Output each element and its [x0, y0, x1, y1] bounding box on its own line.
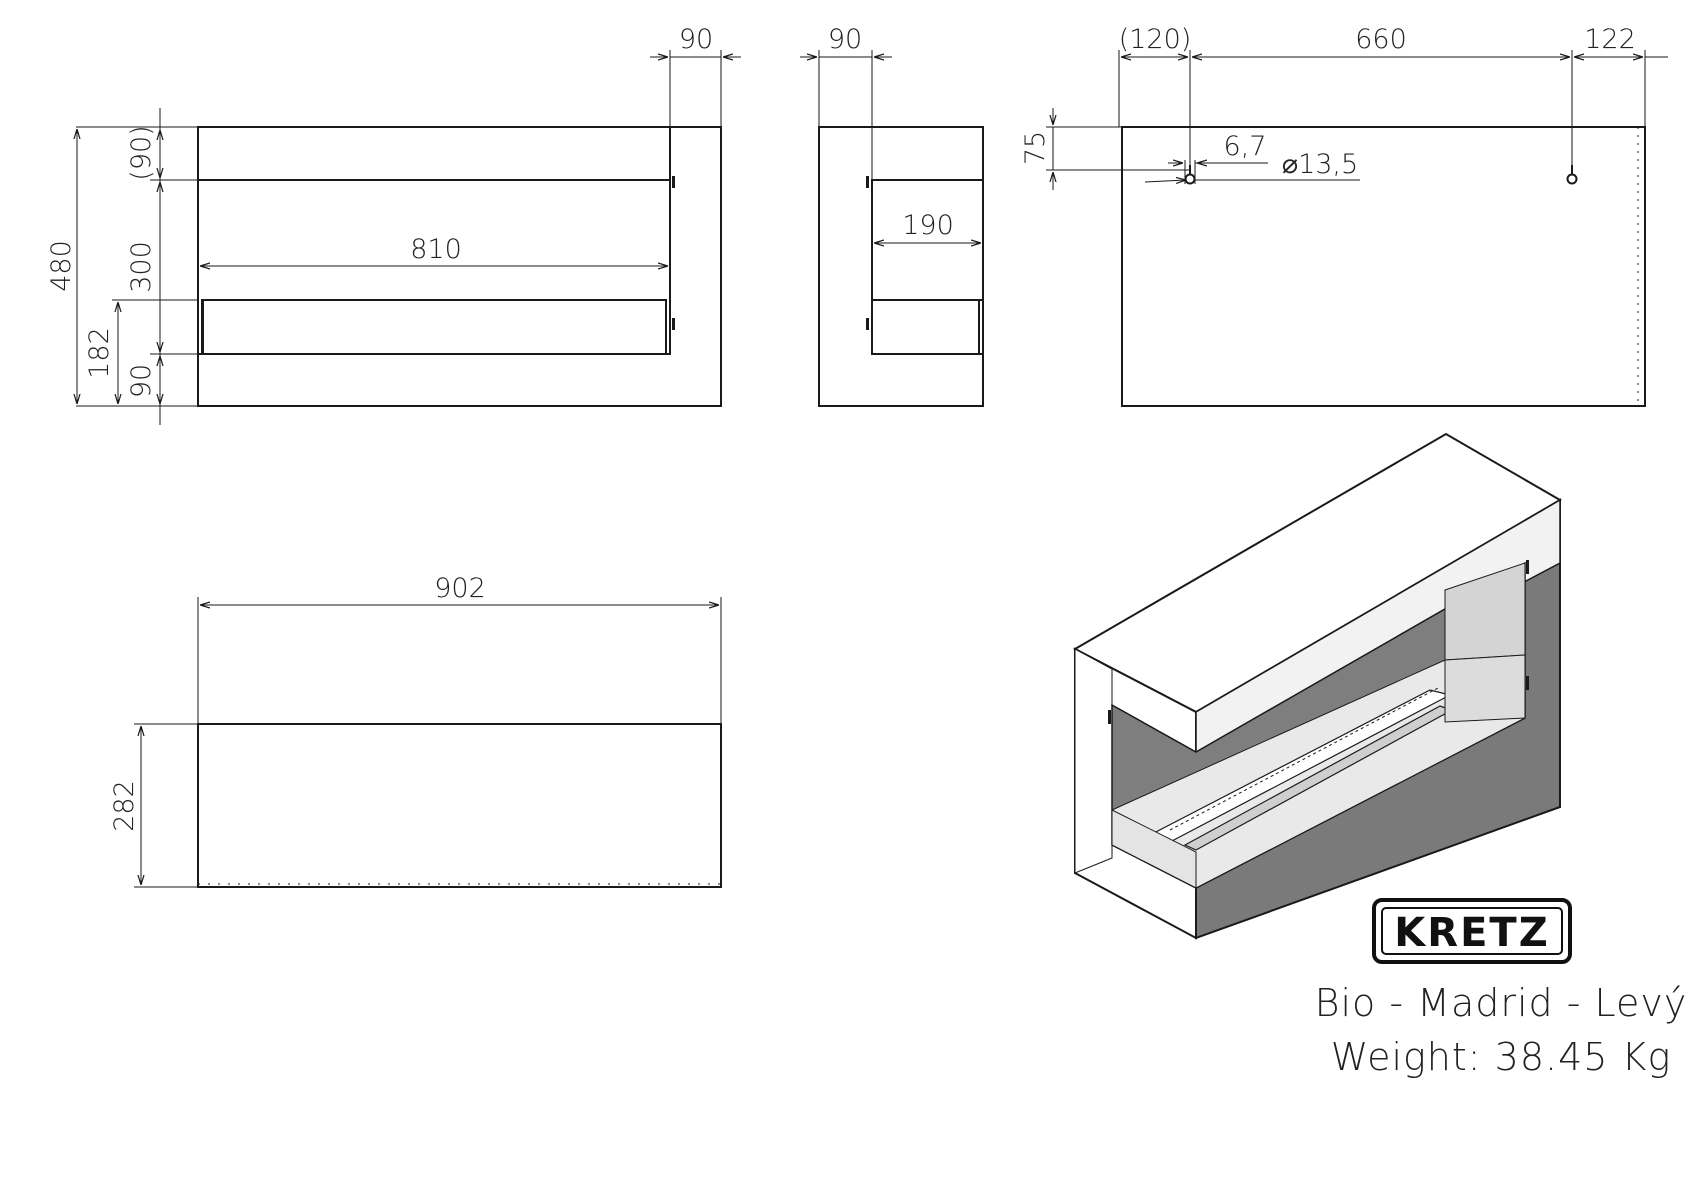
product-weight: Weight: 38.45 Kg — [1331, 1035, 1672, 1079]
dim-frame-top: (90) — [126, 125, 157, 180]
dim-bottom-width: 902 — [434, 573, 486, 604]
dim-slot-width: 6,7 — [1224, 131, 1267, 162]
front-view: (90) 300 90 182 480 810 90 — [46, 24, 741, 425]
kretz-logo: KRETZ — [1372, 898, 1572, 964]
back-view: (120) 660 122 75 6,7 ⌀13,5 — [1020, 24, 1668, 407]
dim-total-height: 480 — [46, 240, 77, 292]
dim-base: 90 — [126, 364, 157, 398]
dim-back-right-offset: 122 — [1584, 24, 1636, 55]
dim-bottom-opening: 182 — [84, 327, 115, 379]
isometric-view — [1072, 432, 1562, 940]
dim-side-top: 90 — [828, 24, 862, 55]
product-name: Bio - Madrid - Levý — [1315, 981, 1688, 1025]
front-burner-box — [201, 299, 667, 355]
back-outer-frame — [1121, 126, 1646, 407]
dim-back-top-offset: 75 — [1020, 131, 1051, 165]
dim-hole-diameter: ⌀13,5 — [1282, 149, 1358, 180]
dim-back-left-offset: (120) — [1119, 24, 1192, 55]
front-hinge-bottom — [672, 318, 675, 330]
side-opening — [871, 179, 984, 355]
front-hinge-top — [672, 176, 675, 188]
dim-side-depth: 190 — [902, 210, 954, 241]
dim-inner-width: 810 — [410, 234, 462, 265]
side-hinge-bottom — [866, 318, 869, 330]
side-outer-frame — [818, 126, 984, 407]
bottom-outline — [197, 723, 722, 888]
dim-bottom-depth: 282 — [109, 780, 140, 832]
front-opening — [197, 179, 671, 355]
side-view: 90 190 — [800, 24, 984, 407]
dim-opening-height: 300 — [126, 241, 157, 293]
bottom-view: 902 282 — [109, 573, 722, 888]
side-hinge-top — [866, 176, 869, 188]
logo-text: KRETZ — [1394, 910, 1549, 956]
dim-right-side: 90 — [679, 24, 713, 55]
dim-hole-spacing: 660 — [1355, 24, 1407, 55]
